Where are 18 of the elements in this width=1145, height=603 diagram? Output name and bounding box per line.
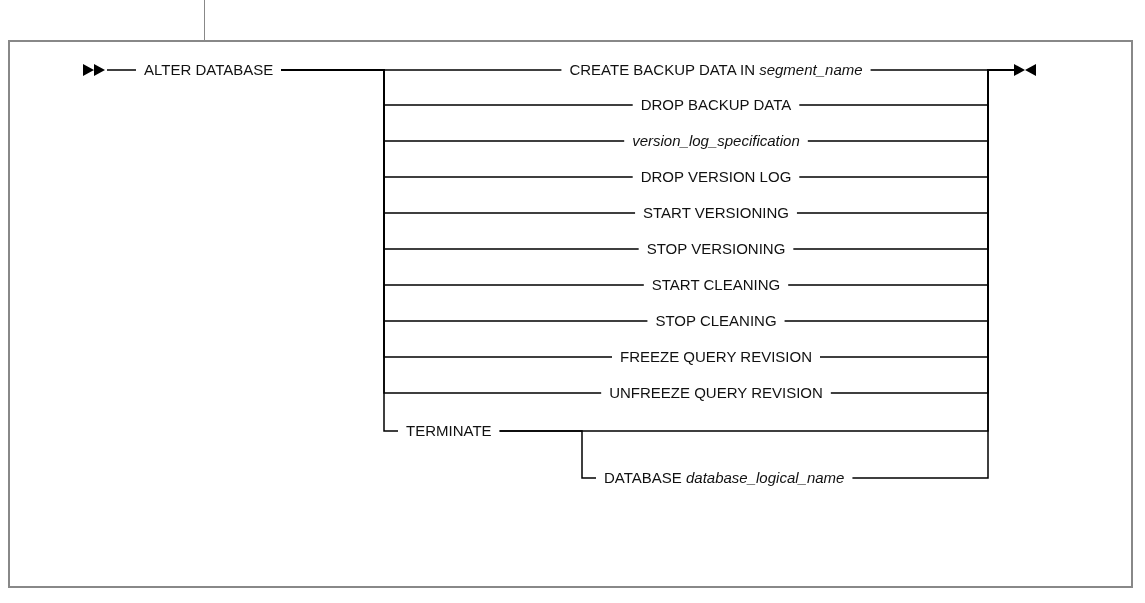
- syntax-keyword: TERMINATE: [402, 422, 496, 440]
- syntax-keyword: FREEZE QUERY REVISION: [616, 348, 816, 366]
- syntax-keyword: DROP VERSION LOG: [636, 168, 796, 186]
- syntax-line: [280, 69, 399, 432]
- end-marker-icon: [1014, 64, 1038, 76]
- syntax-line: [106, 69, 137, 71]
- syntax-keyword: ALTER DATABASE: [140, 61, 278, 79]
- syntax-line: [498, 430, 597, 479]
- syntax-keyword: STOP VERSIONING: [642, 240, 790, 258]
- syntax-keyword: STOP CLEANING: [651, 312, 781, 330]
- syntax-keyword: START CLEANING: [647, 276, 785, 294]
- syntax-keyword: CREATE BACKUP DATA IN segment_name: [565, 61, 867, 79]
- start-marker-icon: [83, 64, 107, 76]
- syntax-keyword: DATABASE database_logical_name: [600, 469, 849, 487]
- syntax-keyword: DROP BACKUP DATA: [636, 96, 796, 114]
- syntax-keyword: UNFREEZE QUERY REVISION: [605, 384, 827, 402]
- syntax-keyword: version_log_specification: [628, 132, 804, 150]
- syntax-keyword: START VERSIONING: [639, 204, 793, 222]
